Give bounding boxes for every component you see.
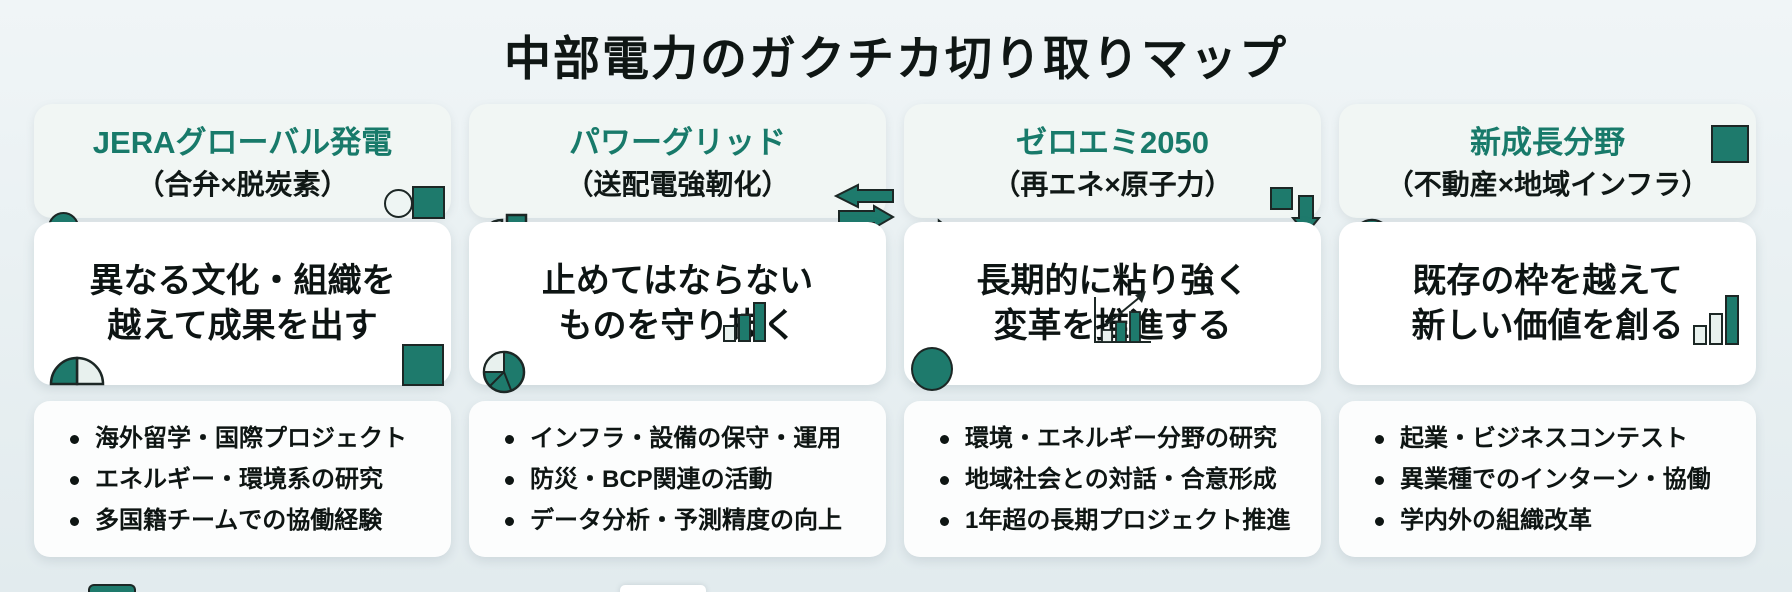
- statement-card: 止めてはならない ものを守り抜く: [469, 222, 886, 385]
- bullet-text: 防災・BCP関連の活動: [530, 466, 773, 493]
- list-item: 多国籍チームでの協働経験: [34, 506, 451, 536]
- column-subtitle: （不動産×地域インフラ）: [1385, 169, 1710, 200]
- column-subtitle: （合弁×脱炭素）: [136, 169, 349, 200]
- bar-chart-icon: [1693, 295, 1739, 345]
- outline-circle-icon: [384, 189, 413, 218]
- statement-line: 既存の枠を越えて: [1412, 261, 1683, 300]
- bullet-dot-icon: [70, 475, 79, 485]
- filled-square-icon: [402, 344, 444, 386]
- statement-text: 異なる文化・組織を 越えて成果を出す: [90, 259, 396, 349]
- small-square-icon: [1270, 187, 1293, 210]
- list-item: データ分析・予測精度の向上: [469, 506, 886, 536]
- list-item: 学内外の組織改革: [1339, 506, 1756, 536]
- column-header-card: パワーグリッド （送配電強靭化）: [469, 104, 886, 218]
- bullet-text: 環境・エネルギー分野の研究: [965, 425, 1277, 452]
- statement-card: 既存の枠を越えて 新しい価値を創る: [1339, 222, 1756, 385]
- bullet-dot-icon: [940, 516, 949, 526]
- bullet-text: 起業・ビジネスコンテスト: [1400, 425, 1688, 452]
- statement-line: 異なる文化・組織を: [89, 261, 396, 300]
- list-item: 環境・エネルギー分野の研究: [904, 424, 1321, 454]
- column-power-grid: パワーグリッド （送配電強靭化） 止めてはならない ものを守り抜く: [469, 0, 895, 592]
- page-title: 中部電力のガクチカ切り取りマップ: [504, 32, 1288, 85]
- bullet-dot-icon: [505, 516, 514, 526]
- column-subtitle: （再エネ×原子力）: [992, 169, 1233, 200]
- statement-card: 異なる文化・組織を 越えて成果を出す: [34, 222, 451, 385]
- bullet-text: 多国籍チームでの協働経験: [95, 507, 383, 534]
- bullet-text: 異業種でのインターン・協働: [1400, 466, 1711, 493]
- bullet-dot-icon: [505, 475, 514, 485]
- column-zero-emission: ゼロエミ2050 （再エネ×原子力） 長期的に粘り強く 変革を推進する 環境・エ: [904, 0, 1321, 592]
- bullet-text: 1年超の長期プロジェクト推進: [965, 507, 1291, 534]
- bullet-text: 地域社会との対話・合意形成: [965, 466, 1277, 493]
- bullet-dot-icon: [70, 516, 79, 526]
- pie-chart-icon: [482, 350, 526, 394]
- column-subtitle: （送配電強靭化）: [565, 169, 790, 200]
- bullet-dot-icon: [1375, 516, 1384, 526]
- statement-text: 長期的に粘り強く 変革を推進する: [977, 259, 1249, 349]
- list-item: 地域社会との対話・合意形成: [904, 465, 1321, 495]
- column-header-card: ゼロエミ2050 （再エネ×原子力）: [904, 104, 1321, 218]
- bullet-list-card: 環境・エネルギー分野の研究 地域社会との対話・合意形成 1年超の長期プロジェクト…: [904, 401, 1321, 557]
- bullet-list-card: 起業・ビジネスコンテスト 異業種でのインターン・協働 学内外の組織改革: [1339, 401, 1756, 557]
- bullet-text: データ分析・予測精度の向上: [530, 507, 842, 534]
- list-item: 起業・ビジネスコンテスト: [1339, 424, 1756, 454]
- statement-line: 越えて成果を出す: [107, 306, 378, 345]
- bullet-text: エネルギー・環境系の研究: [95, 466, 383, 493]
- statement-line: 長期的に粘り強く: [976, 261, 1249, 300]
- bullet-dot-icon: [1375, 434, 1384, 444]
- column-header-card: 新成長分野 （不動産×地域インフラ）: [1339, 104, 1756, 218]
- list-item: エネルギー・環境系の研究: [34, 465, 451, 495]
- statement-card: 長期的に粘り強く 変革を推進する: [904, 222, 1321, 385]
- list-item: 海外留学・国際プロジェクト: [34, 424, 451, 454]
- bullet-text: インフラ・設備の保守・運用: [530, 425, 842, 452]
- bullet-dot-icon: [505, 434, 514, 444]
- statement-text: 既存の枠を越えて 新しい価値を創る: [1412, 259, 1684, 349]
- list-item: インフラ・設備の保守・運用: [469, 424, 886, 454]
- bullet-dot-icon: [940, 475, 949, 485]
- filled-square-icon: [1711, 125, 1749, 163]
- column-jera: JERAグローバル発電 （合弁×脱炭素） 異なる文化・組織を 越えて成果を出す …: [34, 0, 451, 592]
- column-header-card: JERAグローバル発電 （合弁×脱炭素）: [34, 104, 451, 218]
- half-pie-icon: [49, 356, 105, 386]
- cutoff-shape-icon: [620, 585, 706, 592]
- filled-square-icon: [412, 186, 445, 219]
- bullet-dot-icon: [940, 434, 949, 444]
- column-title: 新成長分野: [1470, 125, 1625, 160]
- statement-line: 新しい価値を創る: [1411, 306, 1684, 345]
- list-item: 1年超の長期プロジェクト推進: [904, 506, 1321, 536]
- bullet-list-card: 海外留学・国際プロジェクト エネルギー・環境系の研究 多国籍チームでの協働経験: [34, 401, 451, 557]
- column-title: パワーグリッド: [569, 125, 786, 160]
- column-title: JERAグローバル発電: [92, 125, 393, 160]
- bullet-dot-icon: [70, 434, 79, 444]
- bullet-list-card: インフラ・設備の保守・運用 防災・BCP関連の活動 データ分析・予測精度の向上: [469, 401, 886, 557]
- cutoff-shape-icon: [88, 584, 136, 592]
- growth-chart-icon: [1094, 291, 1151, 343]
- statement-text: 止めてはならない ものを守り抜く: [542, 259, 813, 349]
- bullet-text: 学内外の組織改革: [1400, 507, 1592, 534]
- column-title: ゼロエミ2050: [1016, 125, 1209, 160]
- list-item: 異業種でのインターン・協働: [1339, 465, 1756, 495]
- statement-line: 止めてはならない: [541, 261, 814, 300]
- bullet-dot-icon: [1375, 475, 1384, 485]
- bullet-text: 海外留学・国際プロジェクト: [95, 425, 407, 452]
- list-item: 防災・BCP関連の活動: [469, 465, 886, 495]
- statement-line: ものを守り抜く: [558, 306, 797, 345]
- filled-circle-icon: [911, 347, 953, 391]
- column-new-growth: 新成長分野 （不動産×地域インフラ） 既存の枠を越えて 新しい価値を創る 起業・…: [1339, 0, 1756, 592]
- bar-chart-icon: [723, 302, 766, 342]
